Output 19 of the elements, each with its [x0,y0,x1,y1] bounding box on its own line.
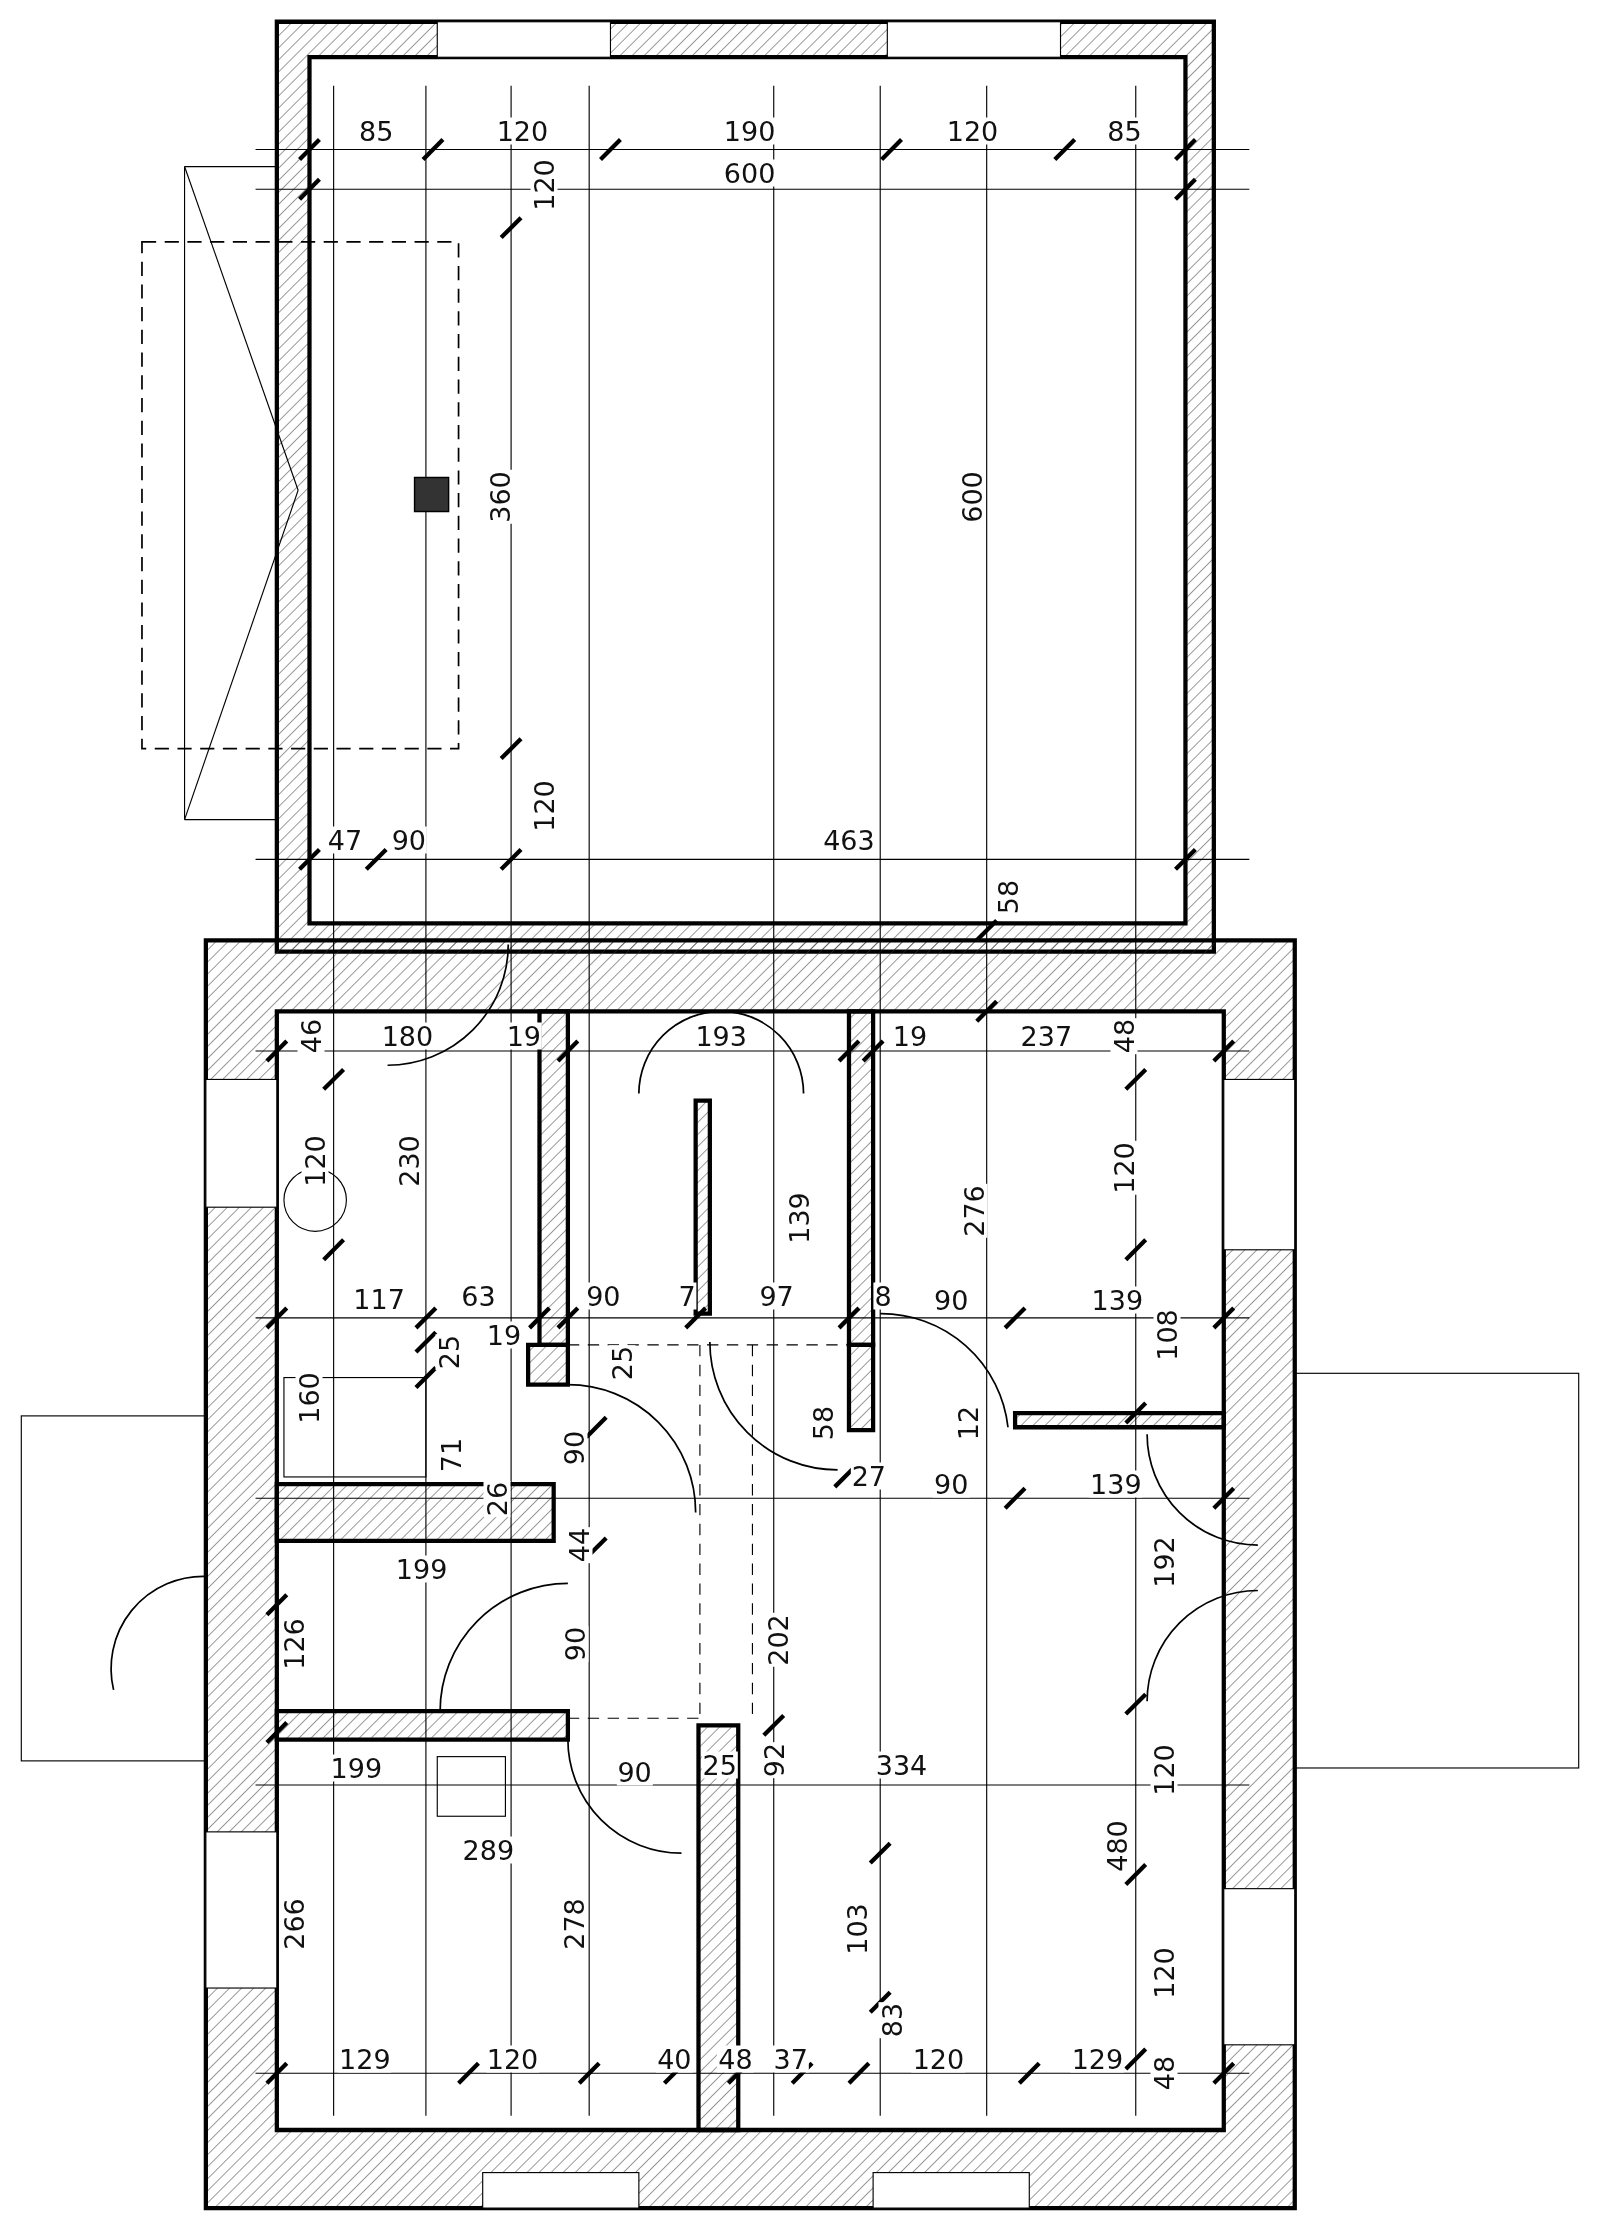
dimension-label: 289 [461,1836,516,1864]
dimension-label: 27 [850,1463,887,1490]
dimension-label: 37 [772,2045,809,2073]
dimension-label: 25 [701,1751,738,1779]
dimension-label: 48 [1110,1018,1138,1055]
dimension-label: 600 [722,159,777,187]
dimension-label: 85 [1106,117,1143,145]
dimension-label: 90 [390,826,428,854]
dimension-label: 48 [717,2045,754,2073]
dimension-label: 7 [677,1282,697,1310]
dimension-label: 90 [585,1282,622,1310]
dimension-label: 48 [1150,2054,1178,2091]
dimension-label: 46 [297,1018,325,1055]
dimension-label: 97 [758,1282,795,1310]
dimension-label: 8 [873,1282,893,1310]
dimension-label: 139 [1089,1470,1143,1498]
dimension-label: 334 [874,1751,929,1779]
dimension-label: 26 [483,1481,511,1518]
dimension-label: 25 [608,1344,636,1382]
